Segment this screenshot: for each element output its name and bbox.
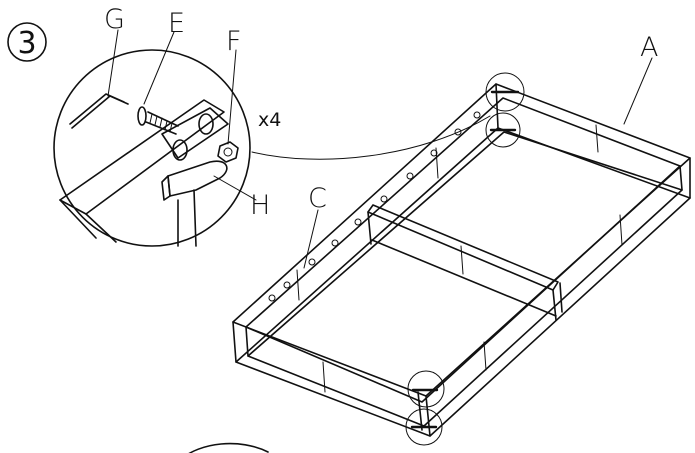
highlight-circle-back-bottom — [485, 112, 521, 148]
part-e-washer — [137, 106, 147, 126]
leader-g — [107, 29, 119, 97]
part-f-nut — [217, 141, 239, 163]
corner-post-front-inner — [417, 391, 423, 431]
step-number: 3 — [17, 26, 36, 61]
leader-f — [227, 49, 237, 145]
panel-divider-2 — [435, 147, 439, 179]
side-post-2 — [552, 289, 557, 321]
label-h: H — [250, 190, 270, 221]
highlight-circle-back-top — [485, 72, 525, 112]
leader-e — [143, 31, 175, 105]
step-indicator: 3 — [7, 22, 47, 62]
detail-circle — [53, 49, 251, 247]
panel-divider-1 — [296, 269, 300, 301]
panel-divider-4 — [619, 214, 623, 246]
panel-divider-5 — [483, 341, 487, 371]
quantity-label: x4 — [258, 109, 281, 131]
corner-post-left — [232, 321, 237, 363]
side-post-1 — [367, 211, 372, 245]
label-e: E — [168, 8, 185, 39]
center-crossbar-lower — [371, 239, 557, 317]
corner-post-left-inner — [245, 326, 249, 357]
next-detail-circle-partial — [188, 442, 269, 453]
detail-post-2 — [193, 189, 197, 247]
panel-divider-6 — [322, 361, 326, 393]
highlight-circle-front-bottom — [405, 408, 443, 446]
center-crossbar — [367, 204, 559, 291]
detail-frame-plate — [59, 99, 225, 215]
bracket-hole-2 — [198, 113, 214, 135]
part-e-bolt — [145, 111, 179, 135]
side-post-3 — [559, 282, 563, 313]
step-number-circle — [7, 22, 47, 62]
rail-bolts — [268, 111, 481, 302]
part-g-allen-key — [69, 93, 129, 129]
leader-c — [303, 209, 319, 269]
label-c: C — [308, 183, 327, 214]
basket-floor — [246, 101, 680, 408]
label-g: G — [104, 4, 125, 35]
detail-callout — [53, 49, 251, 247]
leader-a — [623, 57, 653, 125]
corner-post-right-inner — [679, 165, 683, 191]
leader-h — [213, 175, 257, 201]
label-a: A — [640, 32, 658, 63]
corner-post-front — [425, 395, 431, 437]
panel-divider-7 — [460, 245, 464, 275]
part-h-hook — [167, 160, 228, 197]
cargo-basket-frame — [232, 72, 691, 446]
panel-divider-3 — [595, 124, 599, 153]
detail-leader-line — [251, 115, 491, 160]
bracket-hole-1 — [172, 139, 188, 161]
highlight-circle-front-top — [407, 370, 445, 408]
label-f: F — [226, 26, 242, 57]
